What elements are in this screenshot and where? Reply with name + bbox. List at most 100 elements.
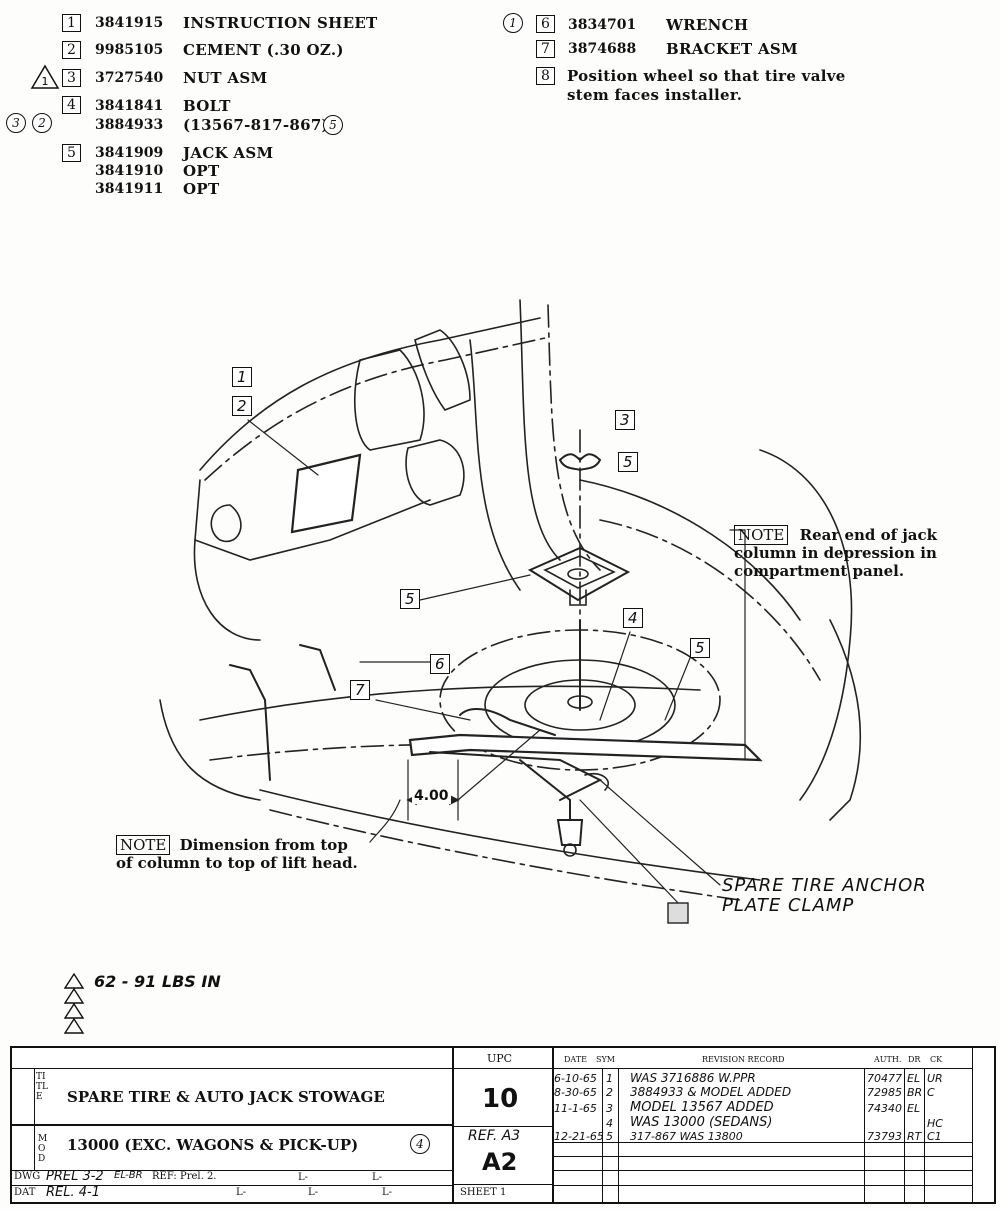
- rev-header-record: REVISION RECORD: [702, 1055, 785, 1064]
- part-number-box: 8: [536, 67, 555, 85]
- dwg-value: PREL 3-2: [46, 1169, 104, 1184]
- l-mark: L-: [298, 1172, 309, 1183]
- note-line: Dimension from top: [179, 836, 348, 854]
- part-description: CEMENT (.30 OZ.): [183, 41, 344, 59]
- part-number: 3841911: [95, 181, 164, 197]
- dwg-initials: EL-BR: [114, 1170, 143, 1181]
- rev-header-auth: AUTH.: [874, 1055, 902, 1064]
- part-description: JACK ASM: [183, 144, 274, 162]
- revision-triangle-icon: 1: [30, 64, 60, 89]
- rev-dr: BR: [907, 1086, 923, 1099]
- rev-auth: 70477: [867, 1072, 902, 1085]
- rev-ck: C: [927, 1086, 935, 1099]
- part-description: stem faces installer.: [567, 86, 743, 104]
- part-description: OPT: [183, 180, 220, 198]
- rev-auth: 72985: [867, 1086, 902, 1099]
- title-side-label: TITLE: [36, 1072, 48, 1102]
- part-description: OPT: [183, 162, 220, 180]
- revision-circle: 1: [503, 13, 523, 33]
- rev-auth: 73793: [867, 1130, 902, 1143]
- revision-circle: 2: [32, 113, 52, 133]
- rev-sym: 5: [606, 1130, 613, 1143]
- rev-record: 317-867 WAS 13800: [630, 1130, 743, 1143]
- ref-label: REF. A3: [468, 1128, 521, 1144]
- ref-value: A2: [482, 1148, 518, 1176]
- rev-date: 11-1-65: [554, 1102, 597, 1115]
- rev-ck: UR: [927, 1072, 943, 1085]
- date-label: DAT: [14, 1187, 36, 1198]
- note-line: Rear end of jack: [799, 526, 937, 544]
- sheet-label: SHEET 1: [460, 1187, 507, 1198]
- rev-sym: 1: [606, 1072, 613, 1085]
- drawing-title: SPARE TIRE & AUTO JACK STOWAGE: [67, 1088, 385, 1106]
- part-number: 3841909: [95, 145, 164, 161]
- part-number: 3727540: [95, 70, 164, 86]
- l-mark: L-: [382, 1187, 393, 1198]
- anchor-label: SPARE TIRE ANCHOR PLATE CLAMP: [722, 876, 927, 916]
- rev-header-date: DATE: [564, 1055, 587, 1064]
- callout-5: 5: [400, 589, 420, 609]
- part-number-box: 3: [62, 69, 81, 87]
- rev-date: 12-21-65: [554, 1130, 604, 1143]
- rev-ck: HC: [927, 1117, 943, 1130]
- note-label: NOTE: [116, 835, 171, 855]
- l-mark: L-: [236, 1187, 247, 1198]
- rev-header-sym: SYM: [596, 1055, 615, 1064]
- dwg-label: DWG: [14, 1171, 41, 1182]
- callout-1: 1: [232, 367, 252, 387]
- dimension-value: 4.00: [412, 788, 451, 804]
- rev-dr: RT: [907, 1130, 922, 1143]
- dimension-note: NOTE Dimension from top of column to top…: [116, 835, 358, 872]
- revision-triangles-icon: [64, 972, 85, 1034]
- spare-tire-illustration: [159, 299, 862, 924]
- part-number-box: 4: [62, 96, 81, 114]
- part-number-box: 5: [62, 144, 81, 162]
- note-label: NOTE: [734, 525, 789, 545]
- part-number: 3841841: [95, 98, 164, 114]
- rev-header-ck: CK: [930, 1055, 943, 1064]
- part-description: INSTRUCTION SHEET: [183, 14, 378, 32]
- rev-ck: C1: [927, 1130, 942, 1143]
- rev-sym: 2: [606, 1086, 613, 1099]
- note-line: column in depression in: [734, 544, 937, 562]
- part-number: 3884933: [95, 117, 164, 133]
- mod-side-label: MOD: [38, 1134, 48, 1164]
- part-number: 3834701: [568, 17, 637, 33]
- part-description: WRENCH: [666, 16, 749, 34]
- part-number-box: 1: [62, 14, 81, 32]
- part-number-box: 7: [536, 40, 555, 58]
- callout-7: 7: [350, 680, 370, 700]
- upc-value: 10: [482, 1084, 519, 1114]
- dwg-ref: REF: Prel. 2.: [152, 1171, 217, 1182]
- part-description: BRACKET ASM: [666, 40, 798, 58]
- part-description: Position wheel so that tire valve: [567, 67, 846, 85]
- rev-date: 8-30-65: [554, 1086, 597, 1099]
- l-mark: L-: [372, 1172, 383, 1183]
- callout-3: 3: [615, 410, 635, 430]
- title-block: TITLE MOD SPARE TIRE & AUTO JACK STOWAGE…: [10, 1046, 996, 1204]
- callout-2: 2: [232, 396, 252, 416]
- callout-5: 5: [690, 638, 710, 658]
- rev-record: WAS 13000 (SEDANS): [630, 1115, 773, 1130]
- rev-header-dr: DR: [908, 1055, 921, 1064]
- rev-dr: EL: [907, 1072, 921, 1085]
- note-line: of column to top of lift head.: [116, 854, 358, 872]
- part-number-box: 6: [536, 15, 555, 33]
- rev-sym: 4: [606, 1117, 613, 1130]
- anchor-line: SPARE TIRE ANCHOR: [722, 875, 927, 896]
- part-description: BOLT: [183, 97, 231, 115]
- rev-date: 6-10-65: [554, 1072, 597, 1085]
- rev-record: WAS 3716886 W.PPR: [630, 1071, 756, 1085]
- rev-sym: 3: [606, 1102, 613, 1115]
- revision-circle: 3: [6, 113, 26, 133]
- model-info: 13000 (EXC. WAGONS & PICK-UP): [67, 1136, 359, 1154]
- note-line: compartment panel.: [734, 562, 905, 580]
- l-mark: L-: [308, 1187, 319, 1198]
- callout-4: 4: [623, 608, 643, 628]
- revision-circle: 4: [410, 1134, 430, 1154]
- upc-label: UPC: [487, 1052, 513, 1065]
- callout-6: 6: [430, 654, 450, 674]
- torque-spec: 62 - 91 LBS IN: [94, 972, 221, 991]
- part-number: 9985105: [95, 42, 164, 58]
